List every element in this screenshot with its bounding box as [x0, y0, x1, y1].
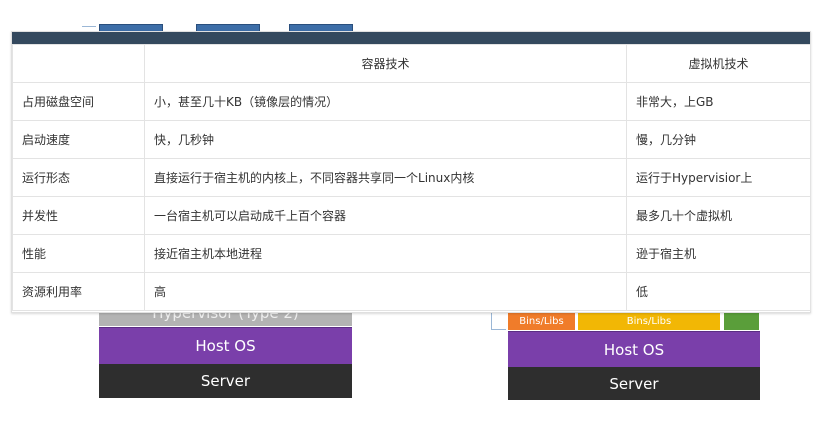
- container-cell: 快，几秒钟: [144, 120, 627, 159]
- vm-cell: 运行于Hypervisior上: [626, 158, 811, 197]
- bins-libs-yellow: Bins/Libs: [578, 312, 720, 330]
- comparison-table-panel: 容器技术 虚拟机技术 占用磁盘空间 小，甚至几十KB（镜像层的情况） 非常大，上…: [11, 31, 811, 313]
- container-cell: 接近宿主机本地进程: [144, 234, 627, 273]
- table-row: 并发性 一台宿主机可以启动成千上百个容器 最多几十个虚拟机: [12, 196, 811, 235]
- right-host-os-layer: Host OS: [508, 331, 760, 367]
- connector-line: [82, 26, 96, 27]
- table-header-bar: [12, 32, 810, 44]
- row-label: 性能: [12, 234, 145, 273]
- table-row: 运行形态 直接运行于宿主机的内核上，不同容器共享同一个Linux内核 运行于Hy…: [12, 158, 811, 197]
- left-server-layer: Server: [99, 364, 352, 398]
- right-server-layer: Server: [508, 367, 760, 400]
- host-os-label: Host OS: [195, 337, 256, 355]
- container-cell: 直接运行于宿主机的内核上，不同容器共享同一个Linux内核: [144, 158, 627, 197]
- bins-libs-label-1: Bins/Libs: [519, 315, 564, 327]
- bins-libs-orange: Bins/Libs: [508, 312, 575, 330]
- row-label: 资源利用率: [12, 272, 145, 311]
- comparison-table: 容器技术 虚拟机技术 占用磁盘空间 小，甚至几十KB（镜像层的情况） 非常大，上…: [12, 44, 811, 311]
- header-cell-container: 容器技术: [144, 44, 627, 83]
- container-cell: 小，甚至几十KB（镜像层的情况）: [144, 82, 627, 121]
- vm-cell: 非常大，上GB: [626, 82, 811, 121]
- container-cell: 一台宿主机可以启动成千上百个容器: [144, 196, 627, 235]
- vm-cell: 逊于宿主机: [626, 234, 811, 273]
- row-label: 占用磁盘空间: [12, 82, 145, 121]
- right-bracket-horizontal: [491, 329, 506, 330]
- table-header-row: 容器技术 虚拟机技术: [12, 44, 811, 83]
- table-row: 性能 接近宿主机本地进程 逊于宿主机: [12, 234, 811, 273]
- header-cell-vm: 虚拟机技术: [626, 44, 811, 83]
- host-os-label: Host OS: [603, 340, 665, 359]
- vm-cell: 低: [626, 272, 811, 311]
- table-row: 占用磁盘空间 小，甚至几十KB（镜像层的情况） 非常大，上GB: [12, 82, 811, 121]
- table-row: 启动速度 快，几秒钟 慢，几分钟: [12, 120, 811, 159]
- row-label: 启动速度: [12, 120, 145, 159]
- container-cell: 高: [144, 272, 627, 311]
- row-label: 运行形态: [12, 158, 145, 197]
- header-cell-empty: [12, 44, 145, 83]
- bins-libs-label-2: Bins/Libs: [626, 315, 672, 327]
- left-host-os-layer: Host OS: [99, 327, 352, 364]
- vm-cell: 慢，几分钟: [626, 120, 811, 159]
- vm-cell: 最多几十个虚拟机: [626, 196, 811, 235]
- bins-libs-green: [724, 312, 759, 330]
- row-label: 并发性: [12, 196, 145, 235]
- right-bracket-vertical: [491, 312, 492, 329]
- server-label: Server: [200, 372, 251, 390]
- server-label: Server: [609, 374, 659, 393]
- table-row: 资源利用率 高 低: [12, 272, 811, 311]
